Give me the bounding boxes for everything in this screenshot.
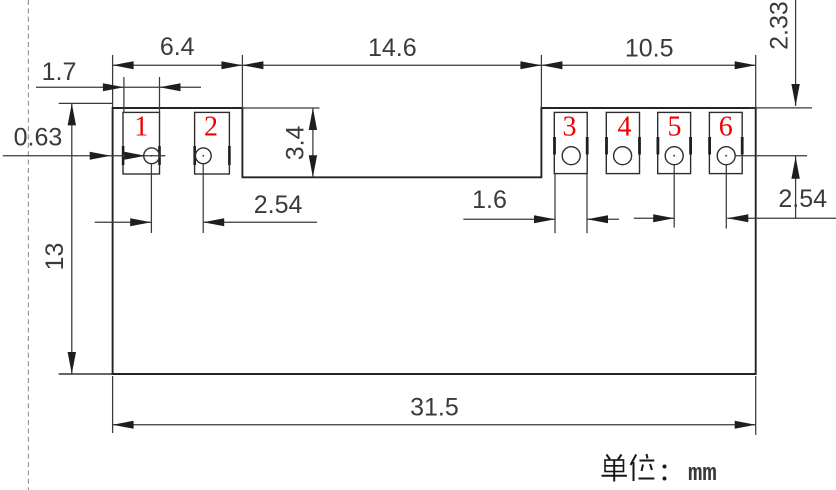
svg-text:4: 4 — [618, 111, 632, 142]
svg-text:13: 13 — [41, 243, 69, 271]
svg-text:3: 3 — [563, 111, 577, 142]
svg-text:mm: mm — [688, 461, 717, 488]
svg-text:6.4: 6.4 — [160, 33, 195, 61]
svg-text:1.7: 1.7 — [42, 58, 77, 86]
svg-text:10.5: 10.5 — [625, 35, 674, 63]
svg-text:3.4: 3.4 — [282, 125, 310, 160]
svg-text:2: 2 — [204, 111, 218, 142]
svg-text:31.5: 31.5 — [410, 394, 459, 422]
svg-text:2.33: 2.33 — [766, 1, 794, 50]
svg-text:14.6: 14.6 — [368, 34, 417, 62]
svg-text:2.54: 2.54 — [254, 191, 303, 219]
svg-text:5: 5 — [668, 111, 682, 142]
svg-text:1: 1 — [134, 111, 148, 142]
svg-text:2.54: 2.54 — [778, 185, 827, 213]
svg-text:1.6: 1.6 — [472, 186, 507, 214]
svg-text:6: 6 — [719, 111, 733, 142]
svg-text:0.63: 0.63 — [14, 123, 63, 151]
